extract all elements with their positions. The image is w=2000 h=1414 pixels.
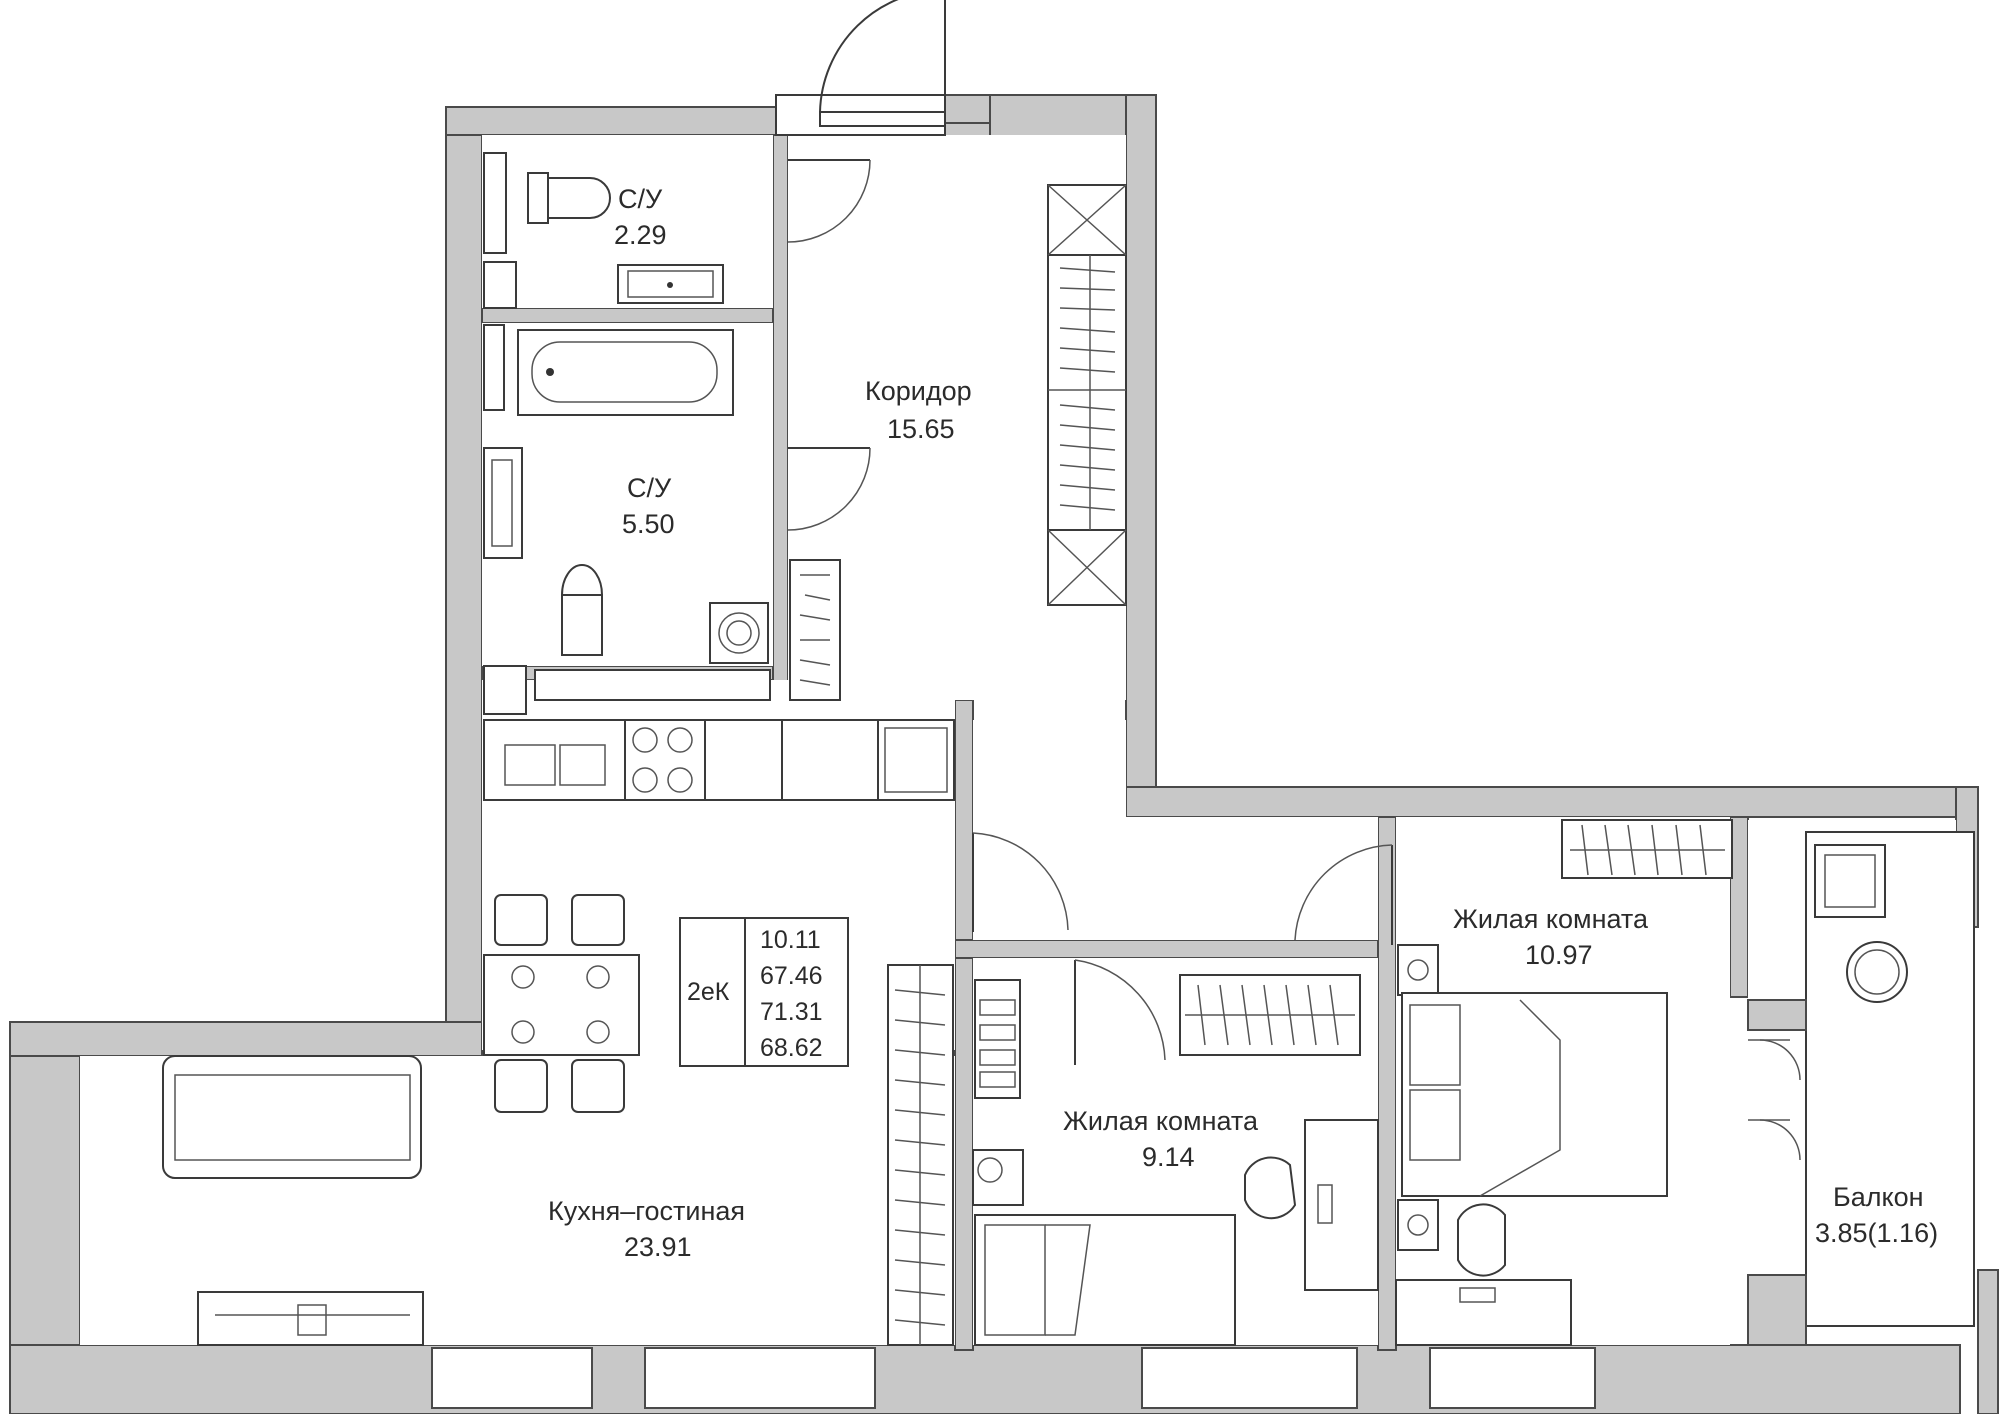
bedroom-small-furniture bbox=[972, 959, 1379, 1346]
summary-value-1: 10.11 bbox=[760, 926, 821, 954]
bedroom-small-name: Жилая комната bbox=[1063, 1106, 1259, 1136]
balcony-area: 3.85(1.16) bbox=[1815, 1218, 1938, 1248]
corridor-wardrobe bbox=[1047, 184, 1127, 606]
balcony-name: Балкон bbox=[1833, 1182, 1924, 1212]
bedroom-large-name: Жилая комната bbox=[1453, 904, 1649, 934]
kitchen-living-name: Кухня–гостиная bbox=[548, 1196, 745, 1226]
entrance-door bbox=[775, 0, 946, 136]
bathroom-name: С/У bbox=[627, 473, 672, 503]
summary-value-2: 67.46 bbox=[760, 962, 823, 990]
apartment-summary bbox=[679, 917, 849, 1067]
corridor-area: 15.65 bbox=[887, 414, 955, 444]
bedroom-large-furniture bbox=[1294, 819, 1733, 1346]
summary-value-3: 71.31 bbox=[760, 998, 823, 1026]
room-labels: С/У 2.29 Коридор 15.65 С/У 5.50 Кухня–го… bbox=[548, 184, 1938, 1262]
bedroom-small-area: 9.14 bbox=[1142, 1142, 1195, 1172]
balcony bbox=[1747, 831, 1975, 1346]
wc-small-area: 2.29 bbox=[614, 220, 667, 250]
kitchen-furniture bbox=[162, 719, 1069, 1346]
wc-small-fixtures bbox=[483, 152, 871, 309]
bedroom-large-area: 10.97 bbox=[1525, 940, 1593, 970]
corridor-name: Коридор bbox=[865, 376, 972, 406]
summary-value-4: 68.62 bbox=[760, 1034, 823, 1062]
kitchen-living-area: 23.91 bbox=[624, 1232, 692, 1262]
bathroom-fixtures bbox=[483, 324, 871, 715]
wc-small-name: С/У bbox=[618, 184, 663, 214]
apartment-type: 2еК bbox=[687, 978, 730, 1006]
bathroom-area: 5.50 bbox=[622, 509, 675, 539]
